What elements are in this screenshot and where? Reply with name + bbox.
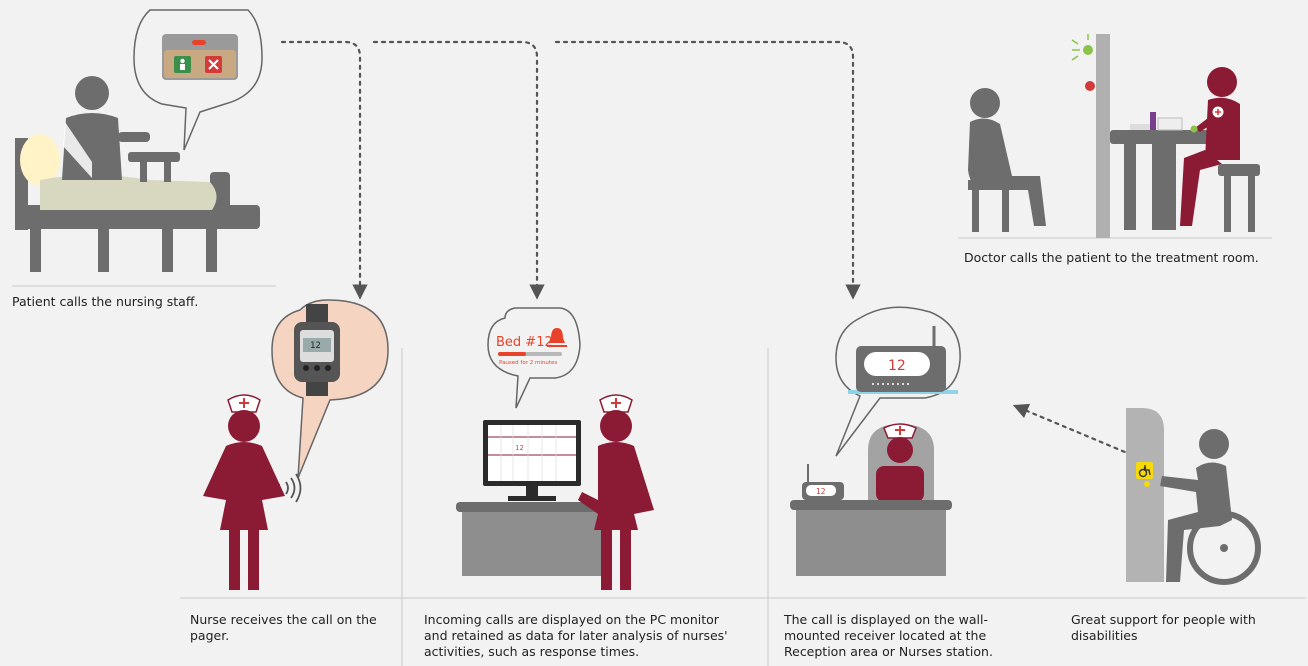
caption-pc: Incoming calls are displayed on the PC m… xyxy=(424,612,728,659)
pager-scene xyxy=(203,299,389,590)
caption-disabled: Great support for people with disabiliti… xyxy=(1071,612,1256,643)
caption-pager: Nurse receives the call on the pager. xyxy=(190,612,377,643)
monitor-cell: 12 xyxy=(515,444,524,452)
caption-receiver: The call is displayed on the wall-mounte… xyxy=(784,612,993,659)
doctor-scene xyxy=(968,34,1260,238)
patient-scene xyxy=(15,9,263,272)
arrow-to-receiver xyxy=(554,40,861,300)
caption-doctor: Doctor calls the patient to the treatmen… xyxy=(964,250,1259,265)
pc-bubble-bed: Bed #12 xyxy=(496,335,553,350)
arrow-to-pc xyxy=(372,40,545,300)
pager-display: 12 xyxy=(310,341,321,351)
receiver-display: 12 xyxy=(888,358,906,374)
pc-scene: Bed #12 Paused for 2 minutes 12 xyxy=(456,307,654,590)
disability-scene xyxy=(1126,408,1261,585)
desk-receiver-display: 12 xyxy=(816,487,826,496)
signal-waves-icon xyxy=(285,473,302,503)
pc-bubble-paused: Paused for 2 minutes xyxy=(499,360,557,366)
caption-patient: Patient calls the nursing staff. xyxy=(12,294,199,309)
receiver-scene: 12 12 xyxy=(790,306,961,576)
separators xyxy=(12,237,1306,666)
arrow-to-pager xyxy=(280,40,368,300)
bell-icon xyxy=(547,328,567,347)
flow-arrows xyxy=(280,40,1134,457)
arrow-from-disabled xyxy=(1012,403,1134,457)
